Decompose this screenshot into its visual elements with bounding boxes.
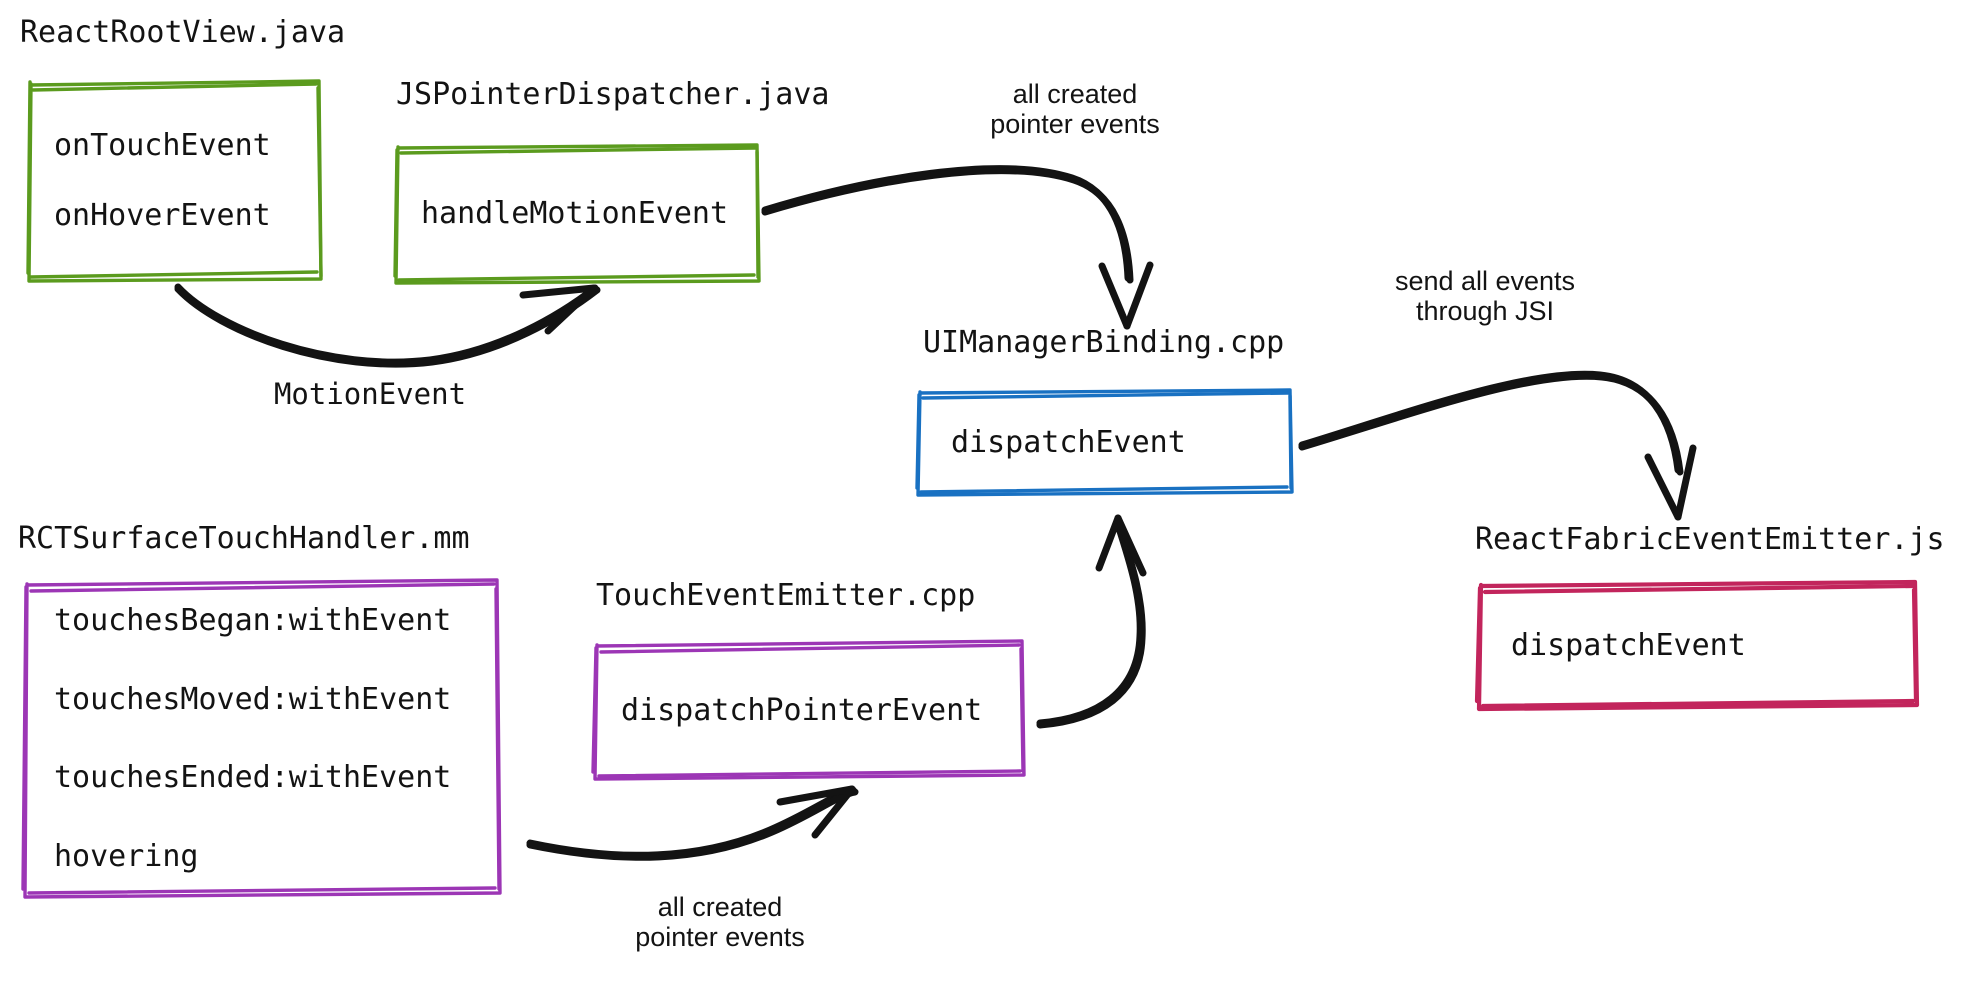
- arrow-ios-pointer-events: [526, 785, 859, 861]
- node-body-react-root-view[interactable]: onTouchEvent onHoverEvent: [30, 82, 322, 280]
- method-on-hover-event: onHoverEvent: [54, 198, 271, 233]
- node-body-touch-event-emitter[interactable]: dispatchPointerEvent: [596, 644, 1023, 777]
- edge-label-android-pointer-events: all created pointer events: [990, 79, 1160, 140]
- method-touches-began: touchesBegan:withEvent: [54, 603, 452, 639]
- arrow-motion-event: [174, 283, 601, 368]
- edge-label-jsi: send all events through JSI: [1394, 266, 1576, 327]
- node-body-rct-surface-touch-handler[interactable]: touchesBegan:withEvent touchesMoved:with…: [26, 582, 499, 896]
- edge-label-motion-event: MotionEvent: [273, 377, 467, 411]
- node-title-js-pointer-dispatcher: JSPointerDispatcher.java: [396, 77, 830, 112]
- arrow-android-pointer-events: [761, 165, 1154, 330]
- method-touches-moved: touchesMoved:withEvent: [54, 681, 452, 717]
- node-title-react-root-view: ReactRootView.java: [20, 15, 346, 50]
- node-title-touch-event-emitter: TouchEventEmitter.cpp: [596, 578, 976, 613]
- edge-label-ios-pointer-events: all created pointer events: [635, 892, 805, 953]
- method-dispatch-pointer-event: dispatchPointerEvent: [621, 692, 983, 728]
- method-handle-motion-event: handleMotionEvent: [421, 196, 729, 231]
- node-body-react-fabric-event-emitter[interactable]: dispatchEvent: [1480, 584, 1916, 708]
- method-touches-ended: touchesEnded:withEvent: [54, 760, 452, 796]
- node-title-ui-manager-binding: UIManagerBinding.cpp: [923, 325, 1285, 360]
- arrow-emitter-to-binding: [1036, 514, 1147, 729]
- node-body-js-pointer-dispatcher[interactable]: handleMotionEvent: [397, 146, 759, 282]
- node-title-rct-surface-touch-handler: RCTSurfaceTouchHandler.mm: [18, 521, 470, 556]
- method-dispatch-event-fabric: dispatchEvent: [1511, 628, 1746, 663]
- method-on-touch-event: onTouchEvent: [54, 128, 271, 163]
- arrow-jsi: [1298, 370, 1697, 521]
- method-hovering: hovering: [54, 838, 199, 874]
- node-body-ui-manager-binding[interactable]: dispatchEvent: [919, 391, 1291, 494]
- method-dispatch-event-binding: dispatchEvent: [951, 424, 1186, 460]
- node-title-react-fabric-event-emitter: ReactFabricEventEmitter.js: [1475, 522, 1945, 557]
